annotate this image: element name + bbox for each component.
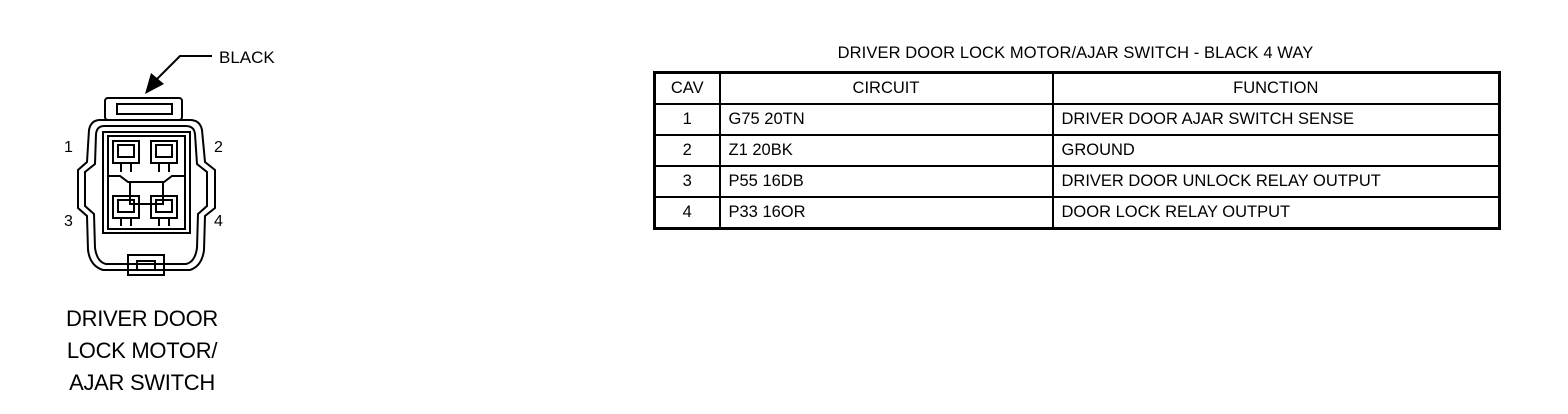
cell-cav: 1 [653, 103, 721, 136]
cell-circuit: Z1 20BK [718, 134, 1054, 167]
table-row: 3 P55 16DB DRIVER DOOR UNLOCK RELAY OUTP… [653, 165, 1501, 198]
cavity-4 [150, 195, 178, 226]
header-function: FUNCTION [1051, 71, 1501, 105]
cavity-label-3: 3 [64, 213, 73, 230]
connector-title-line: AJAR SWITCH [69, 370, 215, 395]
cell-circuit: P33 16OR [718, 196, 1054, 230]
connector-title: DRIVER DOOR LOCK MOTOR/ AJAR SWITCH [40, 303, 244, 399]
callout-leader-line [155, 55, 212, 81]
cavity-2 [150, 140, 178, 172]
cell-function: DRIVER DOOR UNLOCK RELAY OUTPUT [1051, 165, 1501, 198]
cavity-3 [112, 195, 140, 226]
header-circuit: CIRCUIT [718, 71, 1054, 105]
cell-function: DRIVER DOOR AJAR SWITCH SENSE [1051, 103, 1501, 136]
connector-title-line: DRIVER DOOR [66, 306, 218, 331]
connector-housing [77, 119, 216, 271]
connector-face-diagram: BLACK 1 2 3 4 [64, 48, 275, 276]
cell-cav: 2 [653, 134, 721, 167]
callout-label: BLACK [219, 48, 275, 67]
connector-insert [102, 131, 191, 234]
cell-function: DOOR LOCK RELAY OUTPUT [1051, 196, 1501, 230]
cell-function: GROUND [1051, 134, 1501, 167]
cell-circuit: P55 16DB [718, 165, 1054, 198]
table-header-row: CAV CIRCUIT FUNCTION [653, 71, 1501, 105]
cell-circuit: G75 20TN [718, 103, 1054, 136]
cavity-label-1: 1 [64, 139, 73, 156]
table-row: 4 P33 16OR DOOR LOCK RELAY OUTPUT [653, 196, 1501, 230]
table-row: 2 Z1 20BK GROUND [653, 134, 1501, 167]
cell-cav: 3 [653, 165, 721, 198]
table-row: 1 G75 20TN DRIVER DOOR AJAR SWITCH SENSE [653, 103, 1501, 136]
cell-cav: 4 [653, 196, 721, 230]
pinout-table: CAV CIRCUIT FUNCTION 1 G75 20TN DRIVER D… [653, 71, 1501, 230]
connector-title-line: LOCK MOTOR/ [66, 338, 218, 363]
cavity-label-2: 2 [214, 139, 223, 156]
table-title: DRIVER DOOR LOCK MOTOR/AJAR SWITCH - BLA… [837, 44, 1314, 62]
callout-arrowhead [145, 73, 164, 94]
cavity-label-4: 4 [214, 213, 223, 230]
connector-bottom-tab [127, 254, 165, 276]
header-cav: CAV [653, 71, 721, 105]
cavity-1 [112, 140, 140, 172]
center-key [129, 181, 164, 205]
